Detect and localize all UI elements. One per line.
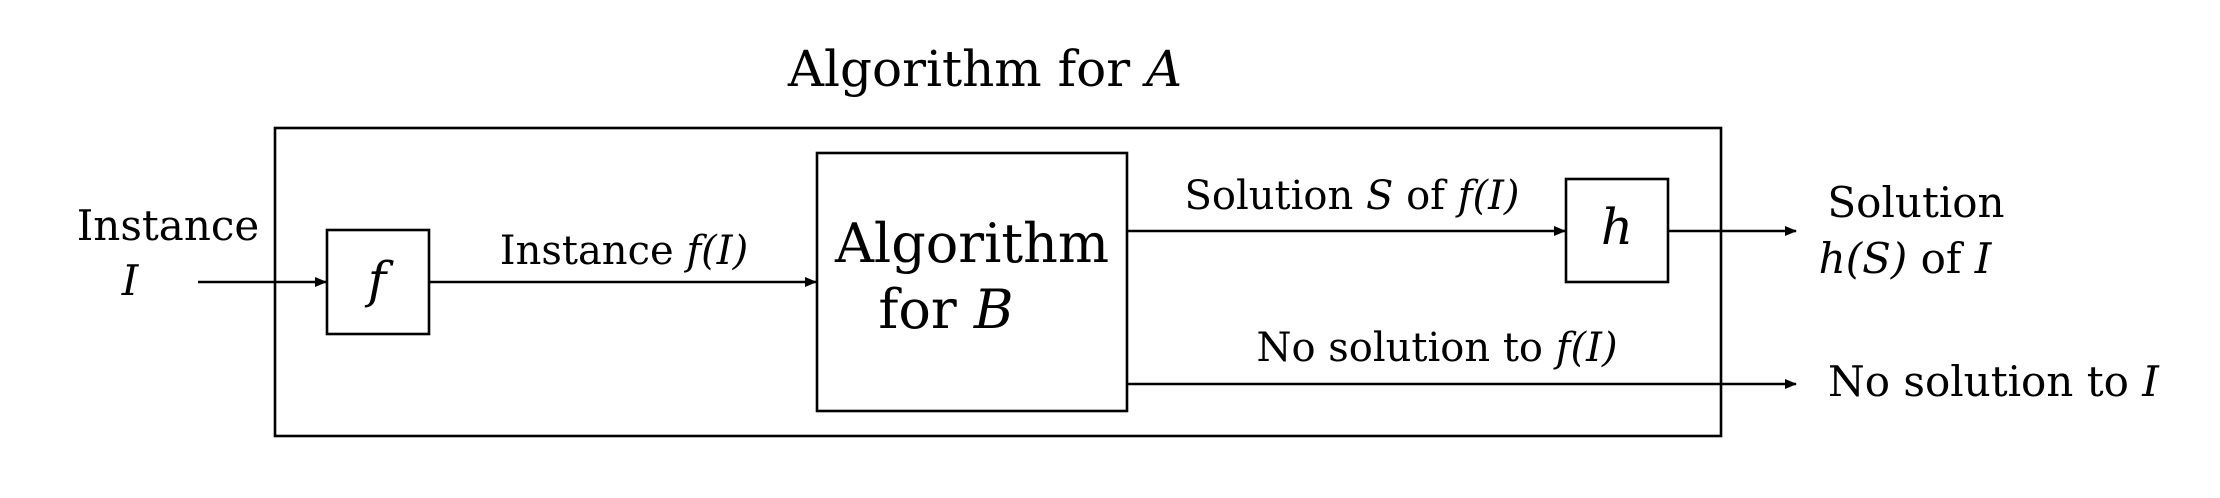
output-solution-line1: Solution: [1827, 178, 2004, 227]
edge-label-instance-f-i: Instance f(I): [500, 228, 748, 274]
h-box-label: h: [1601, 198, 1633, 256]
algorithm-b-box: [815, 151, 1129, 413]
f-box-label: f: [364, 251, 394, 309]
diagram-title: Algorithm for A: [787, 40, 1182, 98]
input-label-instance: Instance: [77, 201, 260, 250]
input-label-i: I: [121, 256, 140, 305]
algorithm-b-line2: for B: [878, 278, 1013, 341]
algorithm-b-line1: Algorithm: [834, 212, 1109, 275]
edge-label-no-solution: No solution to f(I): [1256, 325, 1617, 371]
output-solution-line2: h(S) of I: [1819, 234, 1993, 283]
edge-label-solution-s: Solution S of f(I): [1184, 173, 1519, 219]
output-no-solution: No solution to I: [1828, 357, 2160, 406]
